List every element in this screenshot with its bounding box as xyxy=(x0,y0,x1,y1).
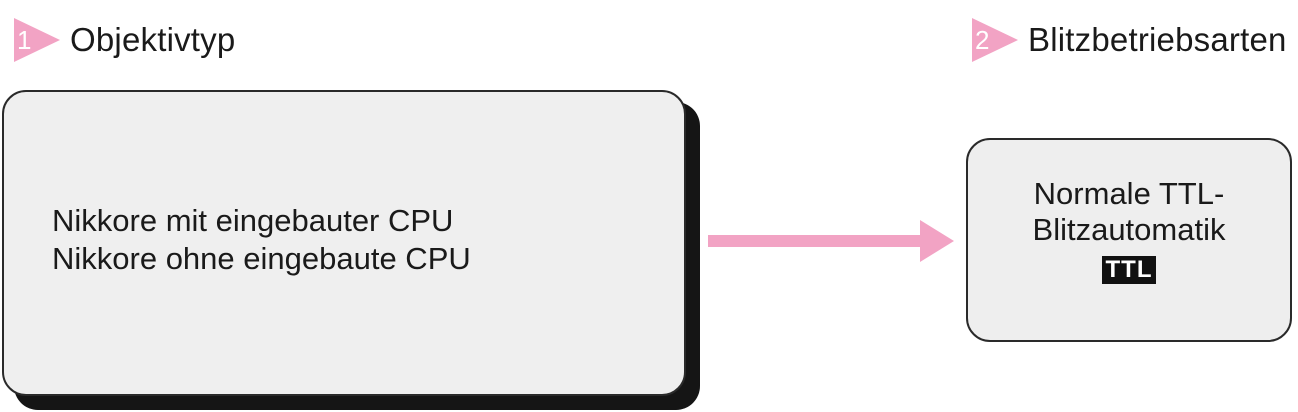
step-1-title: Objektivtyp xyxy=(70,21,236,58)
step-marker-icon: 2 xyxy=(968,14,1020,66)
flash-mode-box: Normale TTL- Blitzautomatik TTL xyxy=(966,138,1292,342)
flash-mode-label: Normale TTL- Blitzautomatik xyxy=(1032,176,1226,247)
ttl-badge-icon: TTL xyxy=(1101,256,1157,284)
step-marker-icon: 1 xyxy=(10,14,62,66)
lens-type-list: Nikkore mit eingebauter CPU Nikkore ohne… xyxy=(52,202,471,278)
step-1-header: 1 Objektivtyp xyxy=(10,12,235,68)
lens-type-cpu: Nikkore mit eingebauter CPU xyxy=(52,203,454,238)
step-1-number: 1 xyxy=(17,25,32,55)
step-2-header: 2 Blitzbetriebsarten xyxy=(968,12,1287,68)
lens-type-no-cpu: Nikkore ohne eingebaute CPU xyxy=(52,241,471,276)
lens-type-box: Nikkore mit eingebauter CPU Nikkore ohne… xyxy=(2,90,686,396)
step-2-number: 2 xyxy=(975,25,990,55)
pink-right-arrow-icon xyxy=(708,220,954,262)
step-2-title: Blitzbetriebsarten xyxy=(1028,21,1287,58)
